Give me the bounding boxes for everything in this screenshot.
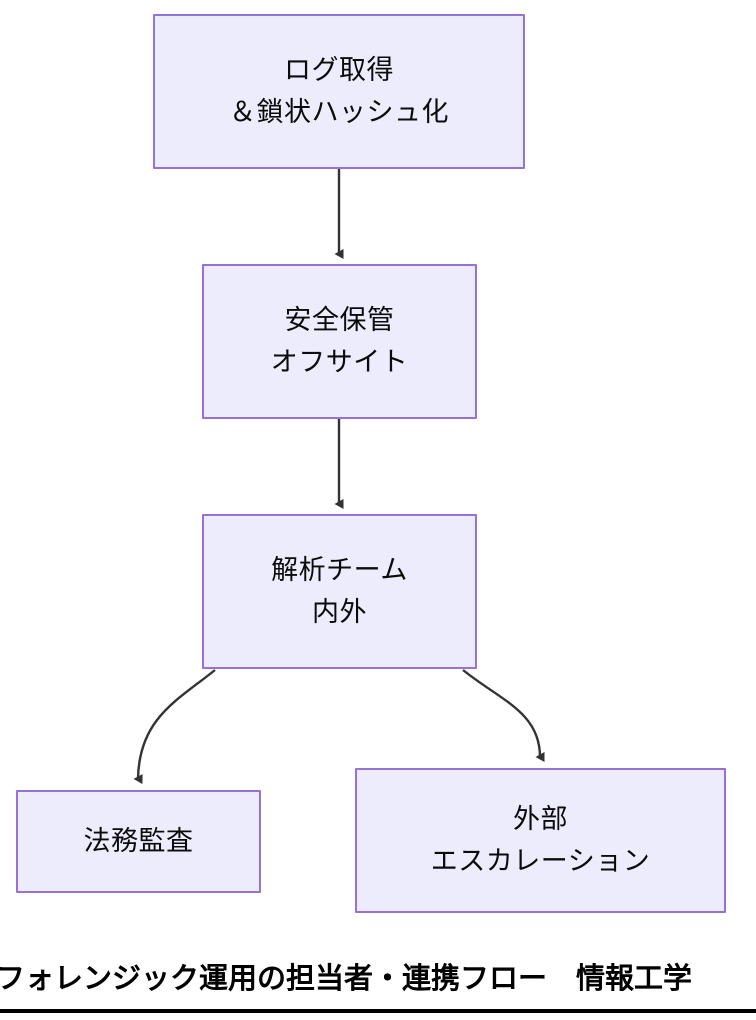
node-analysis-team[interactable]: 解析チーム 内外 (202, 514, 477, 669)
node-secure-store-line-1: 安全保管 (284, 305, 395, 336)
node-secure-store[interactable]: 安全保管 オフサイト (202, 264, 477, 419)
node-external-escalation-line-1: 外部 (513, 804, 568, 835)
node-secure-store-line-2: オフサイト (270, 346, 409, 377)
node-legal-audit-line-1: 法務監査 (83, 825, 194, 856)
edge-analysis-to-legal (133, 669, 216, 785)
node-analysis-team-line-1: 解析チーム (271, 555, 408, 586)
node-external-escalation[interactable]: 外部 エスカレーション (355, 768, 726, 913)
node-analysis-team-line-2: 内外 (312, 596, 367, 627)
node-log-hash-line-1: ログ取得 (284, 55, 394, 86)
caption-divider (0, 1009, 756, 1013)
caption-area: フォレンジック運用の担当者・連携フロー 情報工学 (0, 940, 756, 1020)
node-external-escalation-line-2: エスカレーション (430, 845, 651, 876)
flowchart-diagram: ログ取得 ＆鎖状ハッシュ化 安全保管 オフサイト 解析チーム 内外 法務監査 外… (16, 14, 726, 913)
node-log-hash[interactable]: ログ取得 ＆鎖状ハッシュ化 (153, 14, 525, 169)
node-log-hash-line-2: ＆鎖状ハッシュ化 (229, 96, 449, 127)
edge-analysis-to-external (462, 669, 545, 762)
node-legal-audit[interactable]: 法務監査 (16, 790, 261, 893)
caption-text: フォレンジック運用の担当者・連携フロー 情報工学 (0, 961, 693, 995)
